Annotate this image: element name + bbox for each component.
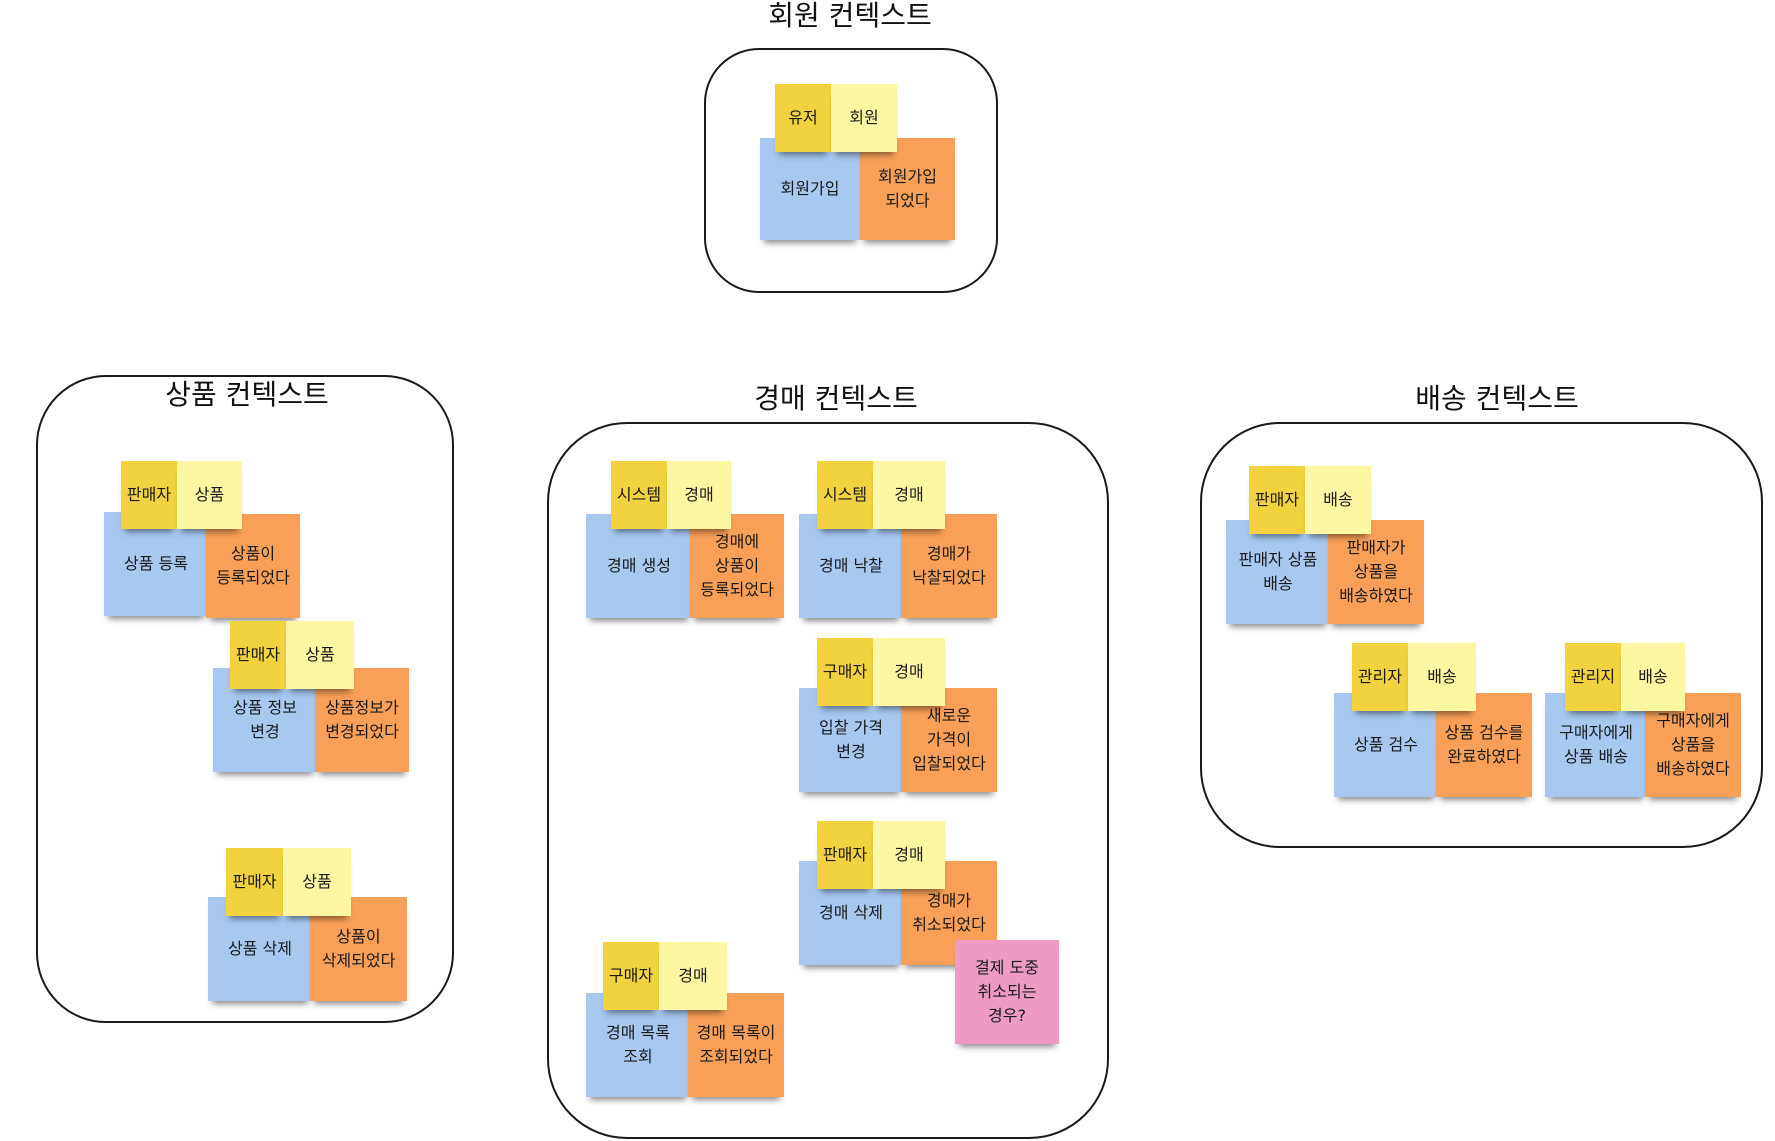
event-sticky-auction-created[interactable]: 경매에 상품이 등록되었다 (690, 514, 784, 618)
product-context-boundary (36, 375, 454, 1023)
aggregate-sticky-delivery[interactable]: 배송 (1621, 643, 1685, 711)
aggregate-sticky-auction[interactable]: 경매 (667, 461, 731, 529)
command-sticky-product-register[interactable]: 상품 등록 (104, 512, 208, 616)
actor-sticky-seller[interactable]: 판매자 (226, 848, 283, 916)
command-sticky-bid-price-change[interactable]: 입찰 가격 변경 (799, 688, 903, 792)
aggregate-sticky-product[interactable]: 상품 (177, 461, 242, 529)
actor-sticky-system[interactable]: 시스템 (817, 461, 873, 529)
actor-sticky-admin-typo[interactable]: 관리지 (1565, 643, 1621, 711)
delivery-context-boundary (1200, 422, 1763, 848)
command-sticky-auction-award[interactable]: 경매 낙찰 (799, 514, 903, 618)
actor-sticky-seller[interactable]: 판매자 (230, 621, 286, 689)
actor-sticky-admin[interactable]: 관리자 (1352, 643, 1408, 711)
product-context-title: 상품 컨텍스트 (165, 378, 329, 411)
event-sticky-product-registered[interactable]: 상품이 등록되었다 (206, 514, 300, 618)
event-sticky-signed-up[interactable]: 회원가입 되었다 (860, 138, 955, 240)
event-sticky-auction-listed[interactable]: 경매 목록이 조회되었다 (688, 993, 784, 1097)
actor-sticky-seller[interactable]: 판매자 (1249, 466, 1305, 534)
command-sticky-auction-list[interactable]: 경매 목록 조회 (586, 993, 690, 1097)
question-sticky-cancel-during-payment[interactable]: 결제 도중 취소되는 경우? (955, 940, 1059, 1044)
aggregate-sticky-member[interactable]: 회원 (831, 84, 897, 152)
aggregate-sticky-auction[interactable]: 경매 (873, 821, 945, 889)
aggregate-sticky-auction[interactable]: 경매 (659, 942, 727, 1010)
aggregate-sticky-product[interactable]: 상품 (283, 848, 351, 916)
command-sticky-auction-create[interactable]: 경매 생성 (586, 514, 692, 618)
event-sticky-seller-shipped[interactable]: 판매자가 상품을 배송하였다 (1328, 520, 1424, 624)
actor-sticky-buyer[interactable]: 구매자 (603, 942, 659, 1010)
member-context-boundary (704, 48, 998, 293)
aggregate-sticky-product[interactable]: 상품 (286, 621, 354, 689)
event-sticky-auction-awarded[interactable]: 경매가 낙찰되었다 (901, 514, 997, 618)
actor-sticky-user[interactable]: 유저 (775, 84, 831, 152)
aggregate-sticky-delivery[interactable]: 배송 (1408, 643, 1476, 711)
member-context-title: 회원 컨텍스트 (768, 0, 932, 32)
command-sticky-seller-ship[interactable]: 판매자 상품 배송 (1226, 520, 1330, 624)
actor-sticky-system[interactable]: 시스템 (611, 461, 667, 529)
delivery-context-title: 배송 컨텍스트 (1415, 382, 1579, 415)
actor-sticky-seller[interactable]: 판매자 (817, 821, 873, 889)
aggregate-sticky-auction[interactable]: 경매 (873, 461, 945, 529)
aggregate-sticky-delivery[interactable]: 배송 (1305, 466, 1371, 534)
auction-context-title: 경매 컨텍스트 (754, 382, 918, 415)
auction-context-boundary (547, 422, 1109, 1139)
actor-sticky-buyer[interactable]: 구매자 (817, 638, 873, 706)
aggregate-sticky-auction[interactable]: 경매 (873, 638, 945, 706)
command-sticky-signup[interactable]: 회원가입 (760, 138, 860, 240)
actor-sticky-seller[interactable]: 판매자 (121, 461, 177, 529)
